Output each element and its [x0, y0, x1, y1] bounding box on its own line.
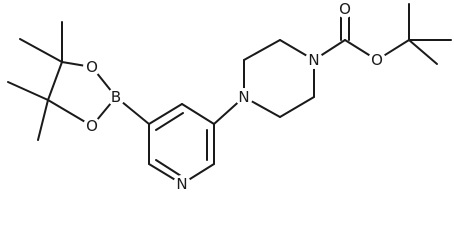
atom-label: N	[308, 51, 319, 69]
nitrogen-atom: N	[173, 175, 191, 193]
oxygen-atom: O	[83, 58, 101, 76]
bond	[19, 38, 63, 63]
atom-label: O	[371, 51, 383, 69]
atom-label: O	[86, 58, 98, 76]
atom-labels: B O O N N N O O	[83, 0, 386, 193]
boron-atom: B	[107, 88, 125, 106]
atom-label: O	[86, 117, 98, 135]
bond	[47, 61, 63, 101]
structural-formula: B O O N N N O O	[7, 0, 452, 193]
atom-label: N	[238, 88, 249, 106]
bond	[243, 39, 281, 61]
nitrogen-atom: N	[235, 88, 253, 106]
bond	[279, 96, 315, 118]
bond	[37, 99, 49, 141]
bond	[181, 103, 215, 125]
bond	[148, 103, 183, 125]
bond	[155, 159, 182, 177]
nitrogen-atom: N	[305, 51, 323, 69]
atom-label: N	[176, 175, 187, 193]
bond	[408, 39, 438, 65]
atom-label: B	[111, 88, 121, 106]
oxygen-atom: O	[336, 0, 354, 18]
bond	[7, 81, 49, 101]
oxygen-atom: O	[368, 51, 386, 69]
atom-label: O	[339, 0, 351, 18]
bond	[155, 112, 184, 131]
bonds	[7, 3, 452, 185]
oxygen-atom: O	[83, 117, 101, 135]
